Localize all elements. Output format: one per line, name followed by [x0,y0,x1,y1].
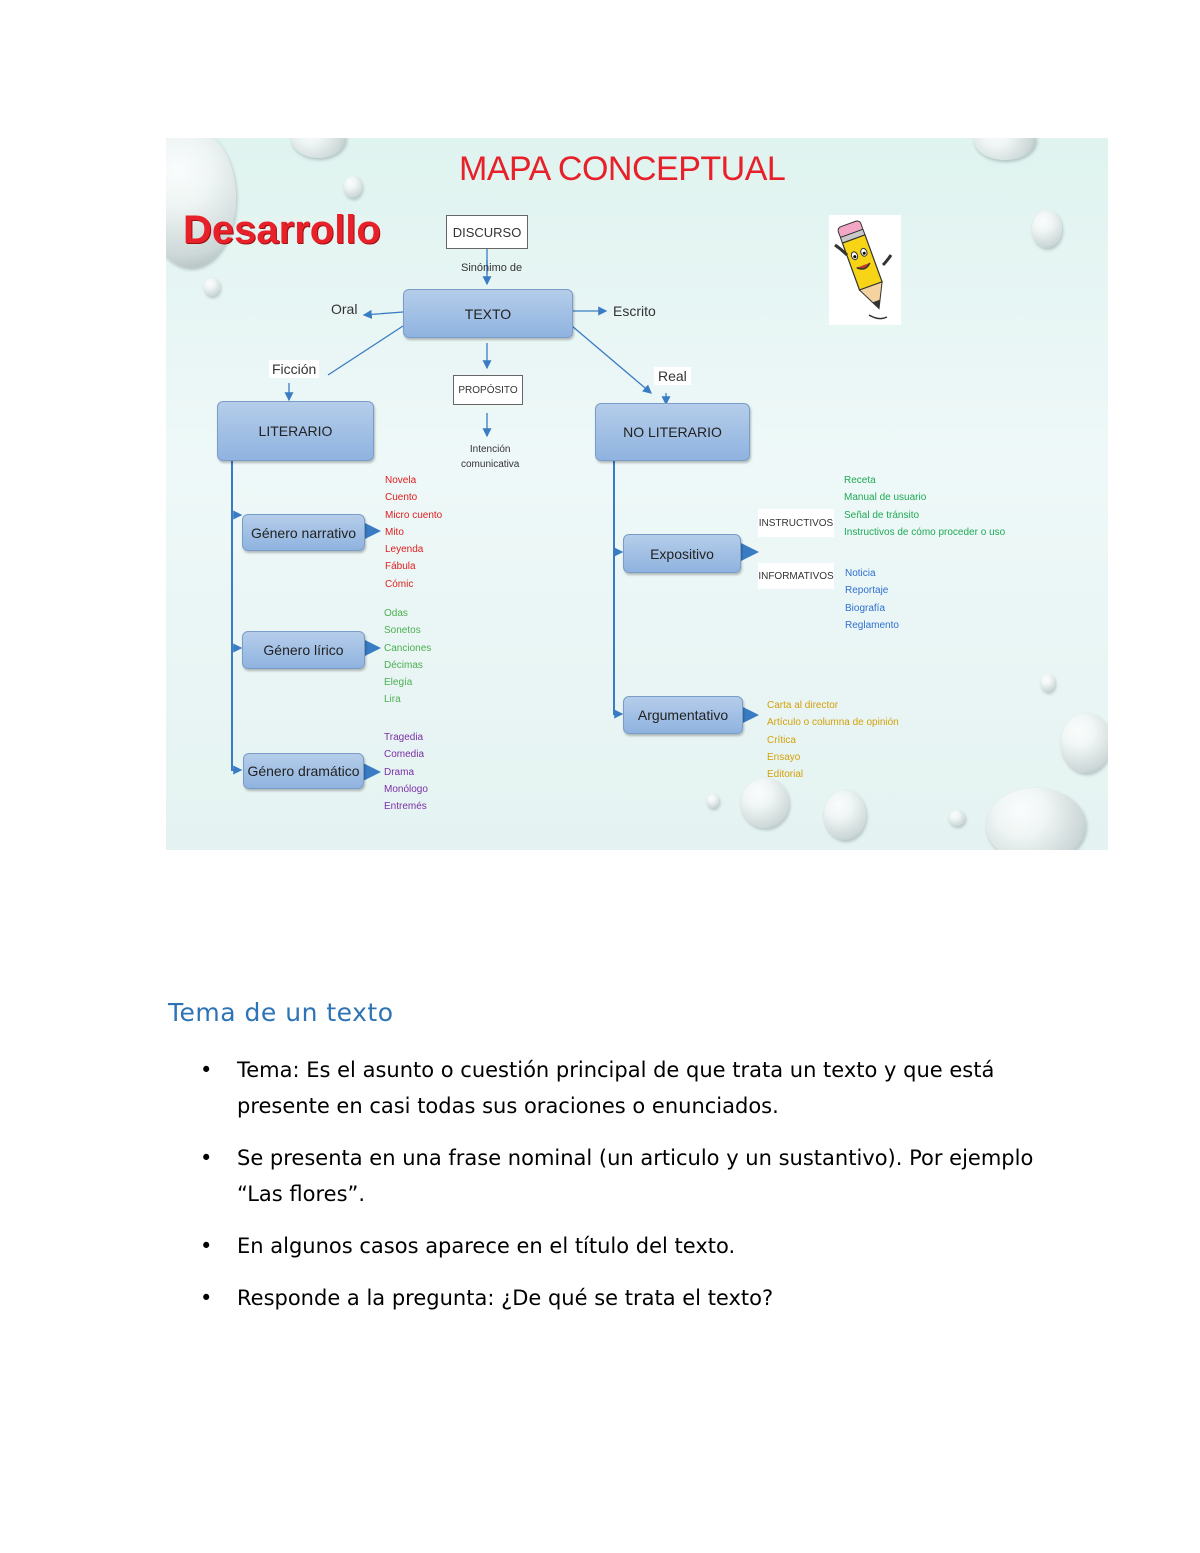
list-item: Reportaje [845,582,899,599]
section-heading: Tema de un texto [168,998,394,1027]
ficcion-label: Ficción [269,360,319,378]
genero-narrativo-box: Género narrativo [242,514,365,551]
list-item: Leyenda [385,541,442,558]
informativos-list: Noticia Reportaje Biografía Reglamento [845,565,899,634]
list-item: Fábula [385,558,442,575]
bullet-text: Responde a la pregunta: ¿De qué se trata… [237,1286,773,1310]
proposito-box: PROPÓSITO [453,375,523,405]
informativos-box: INFORMATIVOS [758,563,834,589]
discurso-box: DISCURSO [446,215,528,249]
no-literario-box: NO LITERARIO [595,403,750,461]
list-item: Novela [385,472,442,489]
concept-map-image: MAPA CONCEPTUAL Desarrollo DISCURSO Sinó… [166,138,1108,850]
bullet-icon: • [200,1052,212,1088]
list-item: Sonetos [384,622,431,639]
genero-dramatico-box: Género dramático [243,753,364,789]
intencion-line-1: Intención [461,442,519,457]
narrativo-list: Novela Cuento Micro cuento Mito Leyenda … [385,472,442,593]
bullet-icon: • [200,1228,212,1264]
list-item: Micro cuento [385,507,442,524]
bullet-text: En algunos casos aparece en el título de… [237,1234,735,1258]
diagram-subtitle: Desarrollo [183,208,381,253]
bullet-text: Se presenta en una frase nominal (un art… [237,1146,1033,1206]
argumentativo-box: Argumentativo [623,696,743,734]
bullet-icon: • [200,1140,212,1176]
lirico-list: Odas Sonetos Canciones Décimas Elegía Li… [384,605,431,709]
list-item: Reglamento [845,617,899,634]
list-item: Artículo o columna de opinión [767,714,899,731]
oral-label: Oral [331,301,357,317]
literario-box: LITERARIO [217,401,374,461]
list-item: Lira [384,691,431,708]
list-item: Cómic [385,576,442,593]
instructivos-box: INSTRUCTIVOS [758,509,834,537]
list-item: Entremés [384,798,428,815]
intencion-label: Intención comunicativa [461,442,519,472]
texto-box: TEXTO [403,289,573,338]
list-item: Monólogo [384,781,428,798]
list-item: Ensayo [767,749,899,766]
real-label: Real [654,367,691,385]
bullet-icon: • [200,1280,212,1316]
list-item: Tragedia [384,729,428,746]
bullet-item: • En algunos casos aparece en el título … [200,1228,1080,1264]
diagram-title: MAPA CONCEPTUAL [459,150,785,189]
list-item: Drama [384,764,428,781]
bullet-item: • Tema: Es el asunto o cuestión principa… [200,1052,1080,1124]
intencion-line-2: comunicativa [461,457,519,472]
list-item: Elegía [384,674,431,691]
dramatico-list: Tragedia Comedia Drama Monólogo Entremés [384,729,428,815]
list-item: Noticia [845,565,899,582]
list-item: Comedia [384,746,428,763]
expositivo-box: Expositivo [623,534,741,573]
pencil-mascot-icon [829,215,901,325]
bullet-item: • Responde a la pregunta: ¿De qué se tra… [200,1280,1080,1316]
list-item: Mito [385,524,442,541]
escrito-label: Escrito [613,303,656,319]
bullet-text: Tema: Es el asunto o cuestión principal … [237,1058,994,1118]
list-item: Canciones [384,640,431,657]
list-item: Carta al director [767,697,899,714]
genero-lirico-box: Género lírico [242,631,365,669]
bullet-item: • Se presenta en una frase nominal (un a… [200,1140,1080,1212]
list-item: Biografía [845,600,899,617]
list-item: Receta [844,472,1005,489]
list-item: Manual de usuario [844,489,1005,506]
list-item: Crítica [767,732,899,749]
list-item: Odas [384,605,431,622]
list-item: Instructivos de cómo proceder o uso [844,524,1005,541]
argumentativo-list: Carta al director Artículo o columna de … [767,697,899,783]
instructivos-list: Receta Manual de usuario Señal de tránsi… [844,472,1005,541]
list-item: Cuento [385,489,442,506]
bullet-list: • Tema: Es el asunto o cuestión principa… [200,1052,1080,1332]
sinonimo-label: Sinónimo de [461,262,522,274]
list-item: Editorial [767,766,899,783]
list-item: Décimas [384,657,431,674]
list-item: Señal de tránsito [844,507,1005,524]
